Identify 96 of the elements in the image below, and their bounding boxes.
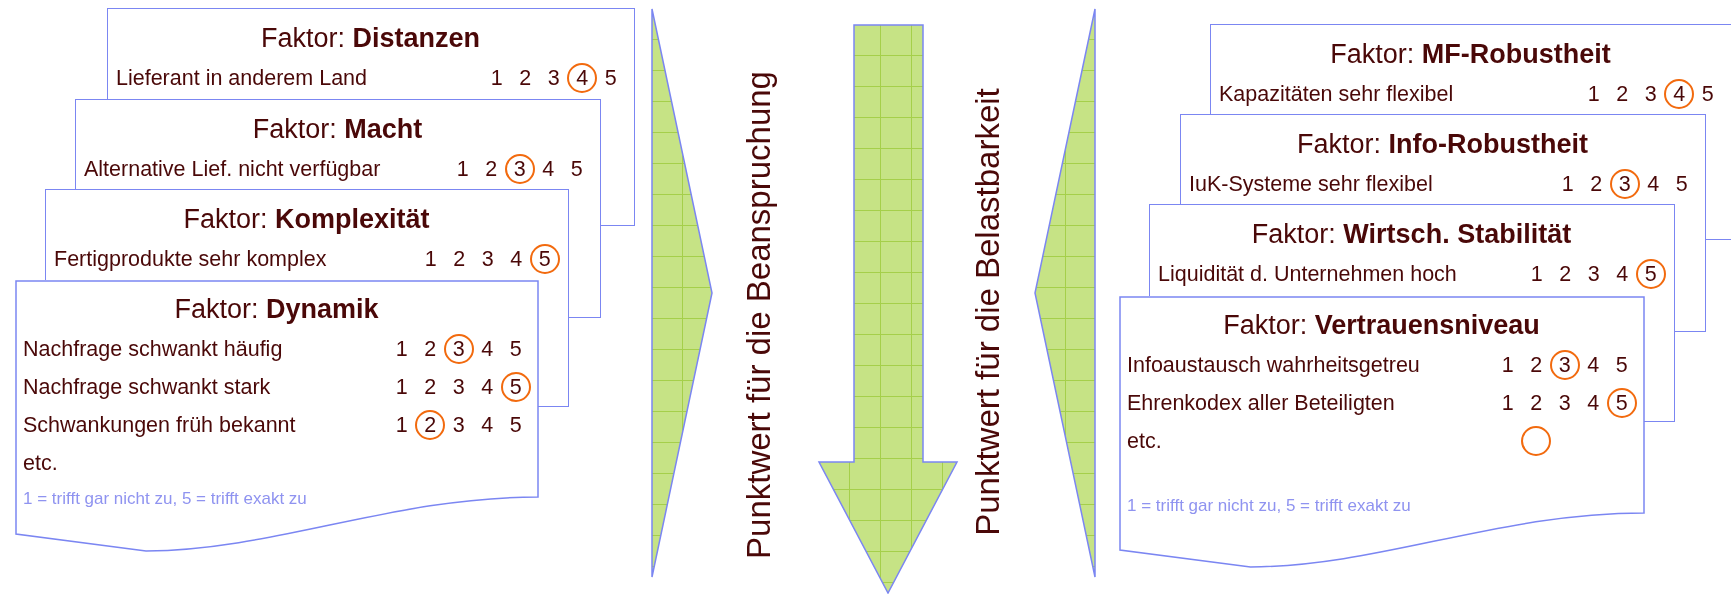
rating-number: 3 (1644, 81, 1657, 107)
selected-rating: 3 (1609, 169, 1640, 199)
stacked-card-edge (1673, 204, 1706, 332)
rating-number: 2 (424, 374, 437, 400)
rating-number: 3 (1558, 390, 1571, 416)
card-heading: Faktor: Macht (251, 113, 424, 146)
rating-number: 4 (1587, 352, 1600, 378)
rating-number: 1 (424, 246, 437, 272)
factor-card (107, 8, 635, 99)
rating-number: 4 (542, 156, 555, 182)
rating-number: 2 (1559, 261, 1572, 287)
rating-number: 2 (1530, 352, 1543, 378)
rating-number: 1 (456, 156, 469, 182)
rating-number: 2 (1616, 81, 1629, 107)
rating-number: 2 (453, 246, 466, 272)
rating-number: 1 (395, 374, 408, 400)
rating-number: 5 (1675, 171, 1688, 197)
rating-number: 2 (485, 156, 498, 182)
selected-rating: 5 (1606, 388, 1637, 418)
card-heading: Faktor: Komplexität (182, 203, 431, 236)
document-card (15, 280, 539, 552)
card-heading: Faktor: MF-Robustheit (1329, 38, 1612, 71)
criterion-label: Liquidität d. Unternehmen hoch (1158, 261, 1458, 287)
criterion-label: Ehrenkodex aller Beteiligten (1127, 390, 1396, 416)
criterion-label: Alternative Lief. nicht verfügbar (84, 156, 382, 182)
rating-number: 4 (481, 336, 494, 362)
rating-number: 4 (510, 246, 523, 272)
rating-number: 1 (1501, 390, 1514, 416)
rating-number: 1 (1561, 171, 1574, 197)
rating-number: 3 (452, 412, 465, 438)
selected-rating: 3 (443, 334, 474, 364)
rating-number: 4 (1587, 390, 1600, 416)
factor-card (1149, 204, 1675, 296)
card-heading: Faktor: Distanzen (259, 22, 482, 55)
criterion-label: Kapazitäten sehr flexibel (1219, 81, 1455, 107)
criterion-label: etc. (1127, 428, 1163, 454)
card-heading: Faktor: Dynamik (173, 293, 380, 326)
selected-rating: 4 (1664, 79, 1695, 109)
factor-card (1180, 114, 1706, 204)
factor-card (1210, 24, 1731, 114)
scale-note: 1 = trifft gar nicht zu, 5 = trifft exakt zu (23, 488, 308, 510)
document-card (1119, 296, 1645, 568)
factor-card (75, 99, 601, 189)
scale-note: 1 = trifft gar nicht zu, 5 = trifft exakt zu (1127, 495, 1412, 517)
stacked-card-edge (1643, 296, 1675, 422)
rating-number: 2 (519, 65, 532, 91)
stacked-card-edge (567, 189, 601, 318)
factor-card (45, 189, 569, 280)
vertical-label: Punktwert für die Belastbarkeit (969, 88, 1007, 536)
rating-number: 1 (395, 336, 408, 362)
criterion-label: Nachfrage schwankt stark (23, 374, 272, 400)
card-heading: Faktor: Info-Robustheit (1296, 128, 1589, 161)
empty-rating-circle (1521, 426, 1552, 456)
rating-number: 5 (604, 65, 617, 91)
rating-number: 5 (570, 156, 583, 182)
rating-number: 4 (481, 374, 494, 400)
rating-number: 1 (395, 412, 408, 438)
rating-number: 1 (490, 65, 503, 91)
criterion-label: Fertigprodukte sehr komplex (54, 246, 328, 272)
selected-rating: 5 (529, 244, 560, 274)
rating-number: 3 (1587, 261, 1600, 287)
triangle-pointer (1034, 8, 1096, 578)
criterion-label: Infoaustausch wahrheitsgetreu (1127, 352, 1421, 378)
selected-rating: 3 (1549, 350, 1580, 380)
vertical-label: Punktwert für die Beanspruchung (740, 71, 778, 559)
rating-number: 3 (547, 65, 560, 91)
criterion-label: Schwankungen früh bekannt (23, 412, 297, 438)
selected-rating: 4 (567, 63, 598, 93)
rating-number: 1 (1587, 81, 1600, 107)
rating-number: 1 (1530, 261, 1543, 287)
criterion-label: IuK-Systeme sehr flexibel (1189, 171, 1434, 197)
rating-number: 1 (1501, 352, 1514, 378)
card-heading: Faktor: Wirtsch. Stabilität (1250, 218, 1573, 251)
rating-number: 4 (481, 412, 494, 438)
card-heading: Faktor: Vertrauensniveau (1222, 309, 1541, 342)
rating-number: 2 (424, 336, 437, 362)
rating-number: 5 (1701, 81, 1714, 107)
criterion-label: Nachfrage schwankt häufig (23, 336, 284, 362)
rating-number: 2 (1530, 390, 1543, 416)
criterion-label: Lieferant in anderem Land (116, 65, 368, 91)
rating-number: 2 (1590, 171, 1603, 197)
triangle-pointer (651, 8, 713, 578)
stacked-card-edge (599, 99, 635, 226)
rating-number: 5 (509, 412, 522, 438)
selected-rating: 5 (1635, 259, 1666, 289)
rating-number: 5 (509, 336, 522, 362)
rating-number: 5 (1615, 352, 1628, 378)
rating-number: 3 (481, 246, 494, 272)
stacked-card-edge (537, 280, 569, 407)
selected-rating: 2 (415, 410, 446, 440)
rating-number: 4 (1647, 171, 1660, 197)
rating-number: 4 (1616, 261, 1629, 287)
selected-rating: 3 (504, 154, 535, 184)
criterion-label: etc. (23, 450, 59, 476)
rating-number: 3 (452, 374, 465, 400)
selected-rating: 5 (500, 372, 531, 402)
